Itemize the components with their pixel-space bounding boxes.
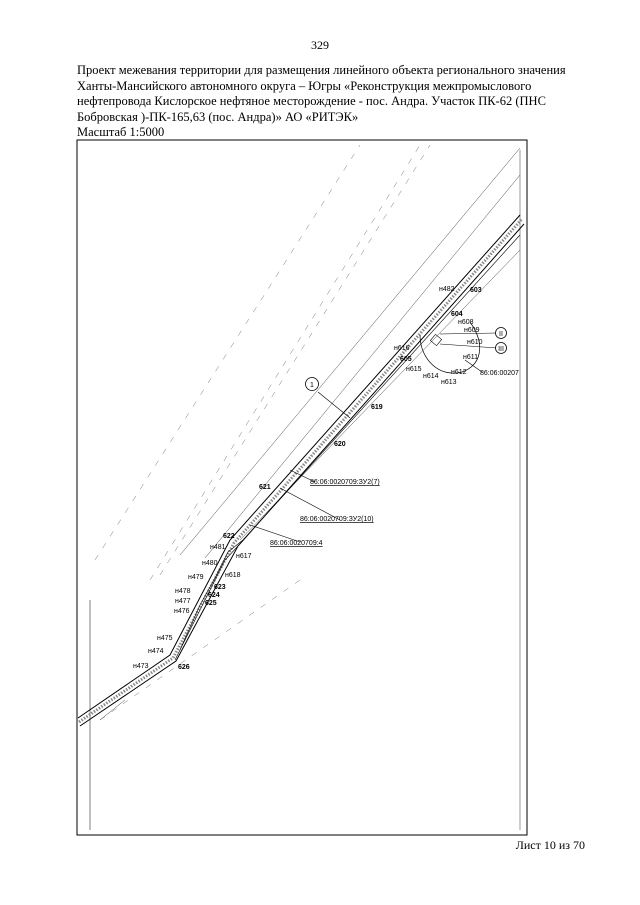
scale-label: Масштаб 1:5000 — [77, 125, 165, 139]
svg-text:н480: н480 — [202, 560, 218, 567]
svg-text:86:06:0020709:4: 86:06:0020709:4 — [270, 540, 323, 547]
svg-text:603: 603 — [470, 287, 482, 294]
svg-text:н473: н473 — [133, 663, 149, 670]
title-line-3: нефтепровода Кислорское нефтяное месторо… — [77, 94, 546, 108]
svg-text:н616: н616 — [394, 345, 410, 352]
circular-parcel — [419, 321, 480, 374]
svg-text:86:06:0020709:ЗУ2(10): 86:06:0020709:ЗУ2(10) — [300, 516, 374, 523]
svg-text:II: II — [499, 331, 503, 338]
svg-text:н612: н612 — [451, 369, 467, 376]
title-line-2: Ханты-Мансийского автономного округа – Ю… — [77, 78, 532, 93]
svg-text:624: 624 — [208, 592, 220, 599]
svg-text:н618: н618 — [225, 572, 241, 579]
cadastral-labels: 86:06:00207 86:06:0020709:ЗУ2(7) 86:06:0… — [270, 370, 519, 547]
svg-text:626: 626 — [178, 664, 190, 671]
structure-marker — [429, 333, 443, 347]
svg-text:н477: н477 — [175, 598, 191, 605]
callout-3: III — [495, 342, 507, 354]
svg-text:н608: н608 — [458, 319, 474, 326]
svg-text:н610: н610 — [467, 339, 483, 346]
svg-text:III: III — [498, 346, 504, 353]
title-line-4: Бобровская )-ПК-165,63 (пос. Андра)» АО … — [77, 109, 359, 124]
svg-text:н617: н617 — [236, 553, 252, 560]
sheet-number: Лист 10 из 70 — [515, 838, 585, 852]
title-line-1: Проект межевания территории для размещен… — [77, 63, 566, 77]
svg-text:н474: н474 — [148, 648, 164, 655]
svg-text:н614: н614 — [423, 373, 439, 380]
svg-text:н476: н476 — [174, 608, 190, 615]
svg-text:н611: н611 — [463, 354, 478, 361]
svg-text:н482: н482 — [439, 286, 455, 293]
svg-text:604: 604 — [451, 311, 463, 318]
document-title: Проект межевания территории для размещен… — [77, 63, 587, 141]
svg-text:622: 622 — [223, 533, 235, 540]
svg-text:86:06:0020709:ЗУ2(7): 86:06:0020709:ЗУ2(7) — [310, 479, 380, 486]
point-labels: н482 603 604 н608 н609 н610 н611 н612 н6… — [133, 286, 483, 671]
svg-text:н479: н479 — [188, 574, 204, 581]
svg-text:619: 619 — [371, 404, 383, 411]
page-number: 329 — [311, 38, 329, 52]
svg-text:625: 625 — [205, 600, 217, 607]
parcel-boundary — [179, 234, 521, 651]
svg-text:86:06:00207: 86:06:00207 — [480, 370, 519, 377]
svg-text:623: 623 — [214, 584, 226, 591]
leader-lines — [249, 332, 498, 543]
map-frame — [76, 139, 528, 836]
svg-text:н475: н475 — [157, 635, 173, 642]
pipeline-corridor — [77, 214, 525, 727]
svg-text:н613: н613 — [441, 379, 457, 386]
svg-text:н478: н478 — [175, 588, 191, 595]
svg-text:н609: н609 — [464, 327, 480, 334]
svg-text:605: 605 — [400, 356, 412, 363]
callout-2: II — [495, 327, 507, 339]
callout-1: 1 — [305, 377, 319, 391]
svg-text:н481: н481 — [210, 544, 226, 551]
svg-text:621: 621 — [259, 484, 271, 491]
terrain-lines — [94, 144, 431, 721]
svg-text:1: 1 — [310, 382, 314, 389]
svg-text:620: 620 — [334, 441, 346, 448]
svg-text:н615: н615 — [406, 366, 422, 373]
